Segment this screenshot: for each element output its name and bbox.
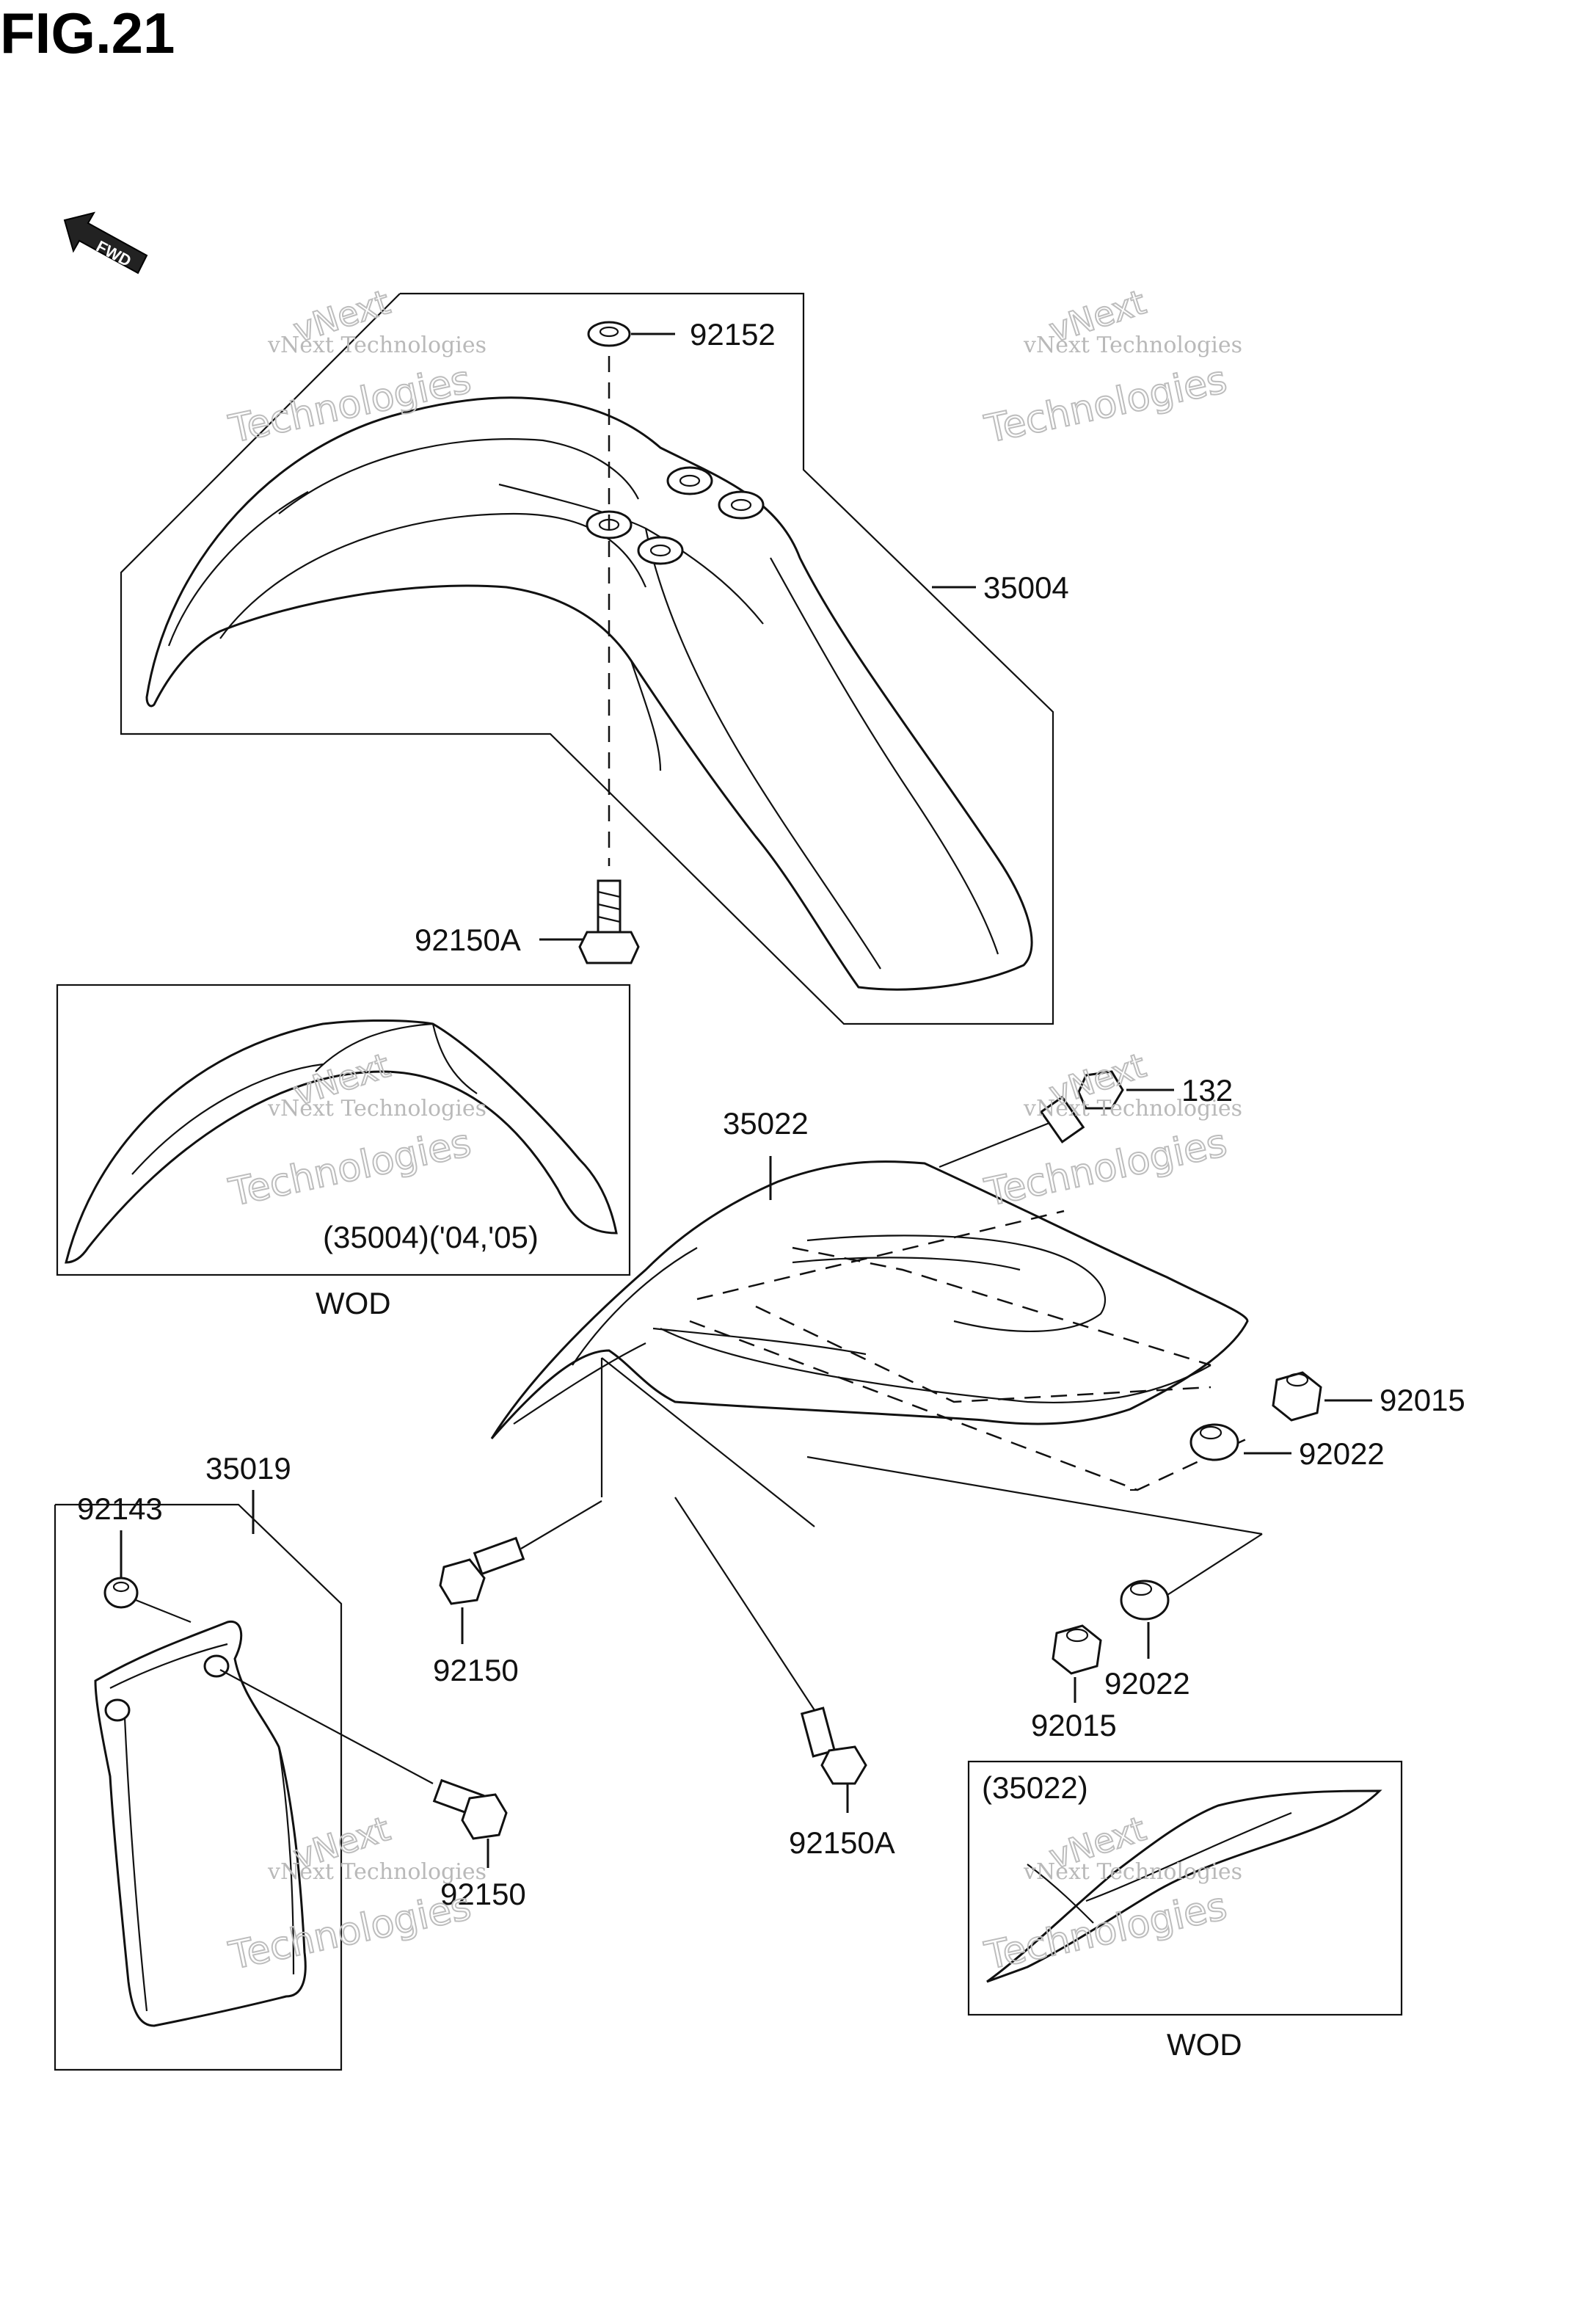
label-92150-mid: 92150 — [433, 1653, 519, 1687]
bolt-132 — [1039, 1070, 1124, 1144]
svg-text:vNext Technologies: vNext Technologies — [267, 332, 487, 358]
label-92150-left: 92150 — [440, 1877, 526, 1911]
side-cover-group: 35019 92143 92150 — [54, 1451, 526, 2071]
inset-front-fender-wod: (35004)('04,'05) WOD — [56, 984, 631, 1320]
svg-text:vNext Technologies: vNext Technologies — [1023, 332, 1242, 358]
bolt-92150-mid — [439, 1536, 525, 1605]
front-fender-35004 — [145, 396, 1033, 991]
washer-92152 — [587, 321, 631, 347]
inset-rear-wod-label: WOD — [1167, 2027, 1242, 2062]
label-92152: 92152 — [690, 317, 776, 352]
inset-front-caption: (35004)('04,'05) — [323, 1220, 539, 1254]
front-fender-outline — [120, 292, 1054, 1025]
label-92022-right: 92022 — [1299, 1436, 1385, 1471]
label-92143: 92143 — [77, 1491, 163, 1526]
fender-mount-hole — [718, 490, 765, 520]
svg-text:Technologies: Technologies — [981, 357, 1231, 451]
inset-frame — [967, 1760, 1403, 2016]
front-fender-group: 92152 92150A 35004 — [120, 292, 1069, 1025]
washer-92022-bottom — [1120, 1579, 1170, 1621]
label-92150A-top: 92150A — [415, 923, 521, 957]
side-cover-outline — [54, 1503, 343, 2071]
nut-92015-bottom — [1052, 1624, 1102, 1675]
inset-rear-fender-wod: (35022) WOD — [967, 1760, 1403, 2062]
watermark: vNext Technologies vNext Technologies — [980, 1044, 1242, 1216]
side-cover-35019 — [94, 1620, 307, 2027]
rear-fender-35022 — [490, 1160, 1249, 1439]
svg-text:vNext Technologies: vNext Technologies — [1023, 1096, 1242, 1122]
svg-text:vNext Technologies: vNext Technologies — [267, 1859, 487, 1885]
label-92150A-bottom: 92150A — [789, 1825, 895, 1860]
bolt-92150-left — [432, 1778, 508, 1840]
nut-92015-right — [1272, 1371, 1322, 1422]
front-fender-variant — [65, 1019, 618, 1264]
svg-text:vNext Technologies: vNext Technologies — [267, 1096, 487, 1122]
watermark: vNext Technologies vNext Technologies — [980, 281, 1242, 453]
label-35019: 35019 — [205, 1451, 291, 1486]
svg-text:Technologies: Technologies — [225, 1121, 475, 1215]
label-132: 132 — [1181, 1073, 1233, 1108]
fender-mount-hole — [637, 536, 684, 565]
svg-text:vNext Technologies: vNext Technologies — [1023, 1859, 1242, 1885]
washer-92022-right — [1189, 1423, 1239, 1461]
inset-frame — [56, 984, 631, 1276]
label-35004: 35004 — [983, 570, 1069, 605]
grommet-92143 — [103, 1577, 139, 1609]
rear-fender-group: 132 35022 92015 — [433, 1070, 1465, 1860]
label-92022-bottom: 92022 — [1104, 1666, 1190, 1701]
fender-mount-hole — [666, 466, 713, 495]
forward-arrow-icon: FWD — [63, 211, 148, 275]
inset-rear-caption: (35022) — [982, 1770, 1088, 1805]
rear-fender-variant — [986, 1789, 1382, 1983]
label-92015-right: 92015 — [1380, 1383, 1465, 1417]
label-35022: 35022 — [723, 1106, 809, 1141]
inset-front-wod-label: WOD — [316, 1286, 391, 1320]
bolt-92150A-bottom — [800, 1706, 867, 1785]
label-92015-bottom: 92015 — [1031, 1708, 1117, 1742]
figure-title: FIG.21 — [0, 1, 175, 65]
bolt-92150A-top — [578, 879, 640, 964]
